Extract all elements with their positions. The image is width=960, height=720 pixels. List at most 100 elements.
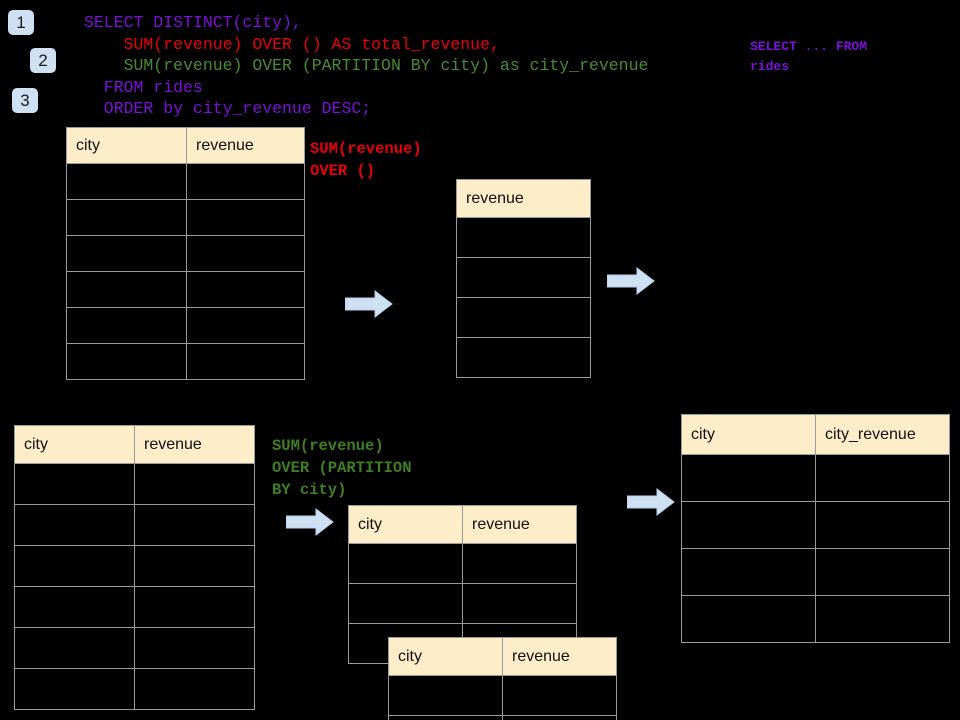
table-city-revenue-result-row	[681, 548, 950, 596]
table-total-revenue: revenue	[456, 179, 591, 378]
sql-line-2: SUM(revenue) OVER () AS total_revenue,	[84, 34, 500, 54]
table-city-revenue-result-cell	[681, 595, 816, 643]
step-badge-3: 3	[12, 88, 38, 113]
table-rides-top-cell	[66, 199, 187, 236]
table-partition-back-cell	[348, 543, 463, 584]
table-rides-top-cell	[66, 307, 187, 344]
arrow-rides-to-total-revenue-glyph	[344, 289, 393, 319]
table-partition-front-cell	[502, 715, 617, 720]
annotation-sum-over-empty-line-1: SUM(revenue)	[310, 140, 422, 158]
table-city-revenue-result-cell	[681, 548, 816, 596]
table-partition-front-cell	[388, 675, 503, 716]
arrow-rides-to-total-revenue	[344, 289, 393, 319]
sql-line-5: ORDER by city_revenue DESC;	[84, 99, 372, 119]
table-rides-top-row	[66, 307, 305, 344]
sql-line-3: SUM(revenue) OVER (PARTITION BY city) as…	[84, 56, 649, 76]
arrow-total-revenue-to-result-glyph	[606, 266, 655, 296]
table-city-revenue-result-column-header: city	[681, 414, 816, 455]
table-city-revenue-result-cell	[681, 454, 816, 502]
table-partition-front-row	[388, 715, 617, 720]
arrow-partition-to-result-glyph	[626, 487, 675, 517]
table-partition-front-cell	[388, 715, 503, 720]
sql-snippet-line-2: rides	[750, 59, 790, 74]
table-rides-bottom-cell	[14, 504, 135, 546]
table-partition-back-cell	[462, 583, 577, 624]
sql-line-1: SELECT DISTINCT(city),	[84, 13, 302, 32]
table-total-revenue-row	[456, 257, 591, 298]
table-partition-back-cell	[462, 543, 577, 584]
table-rides-top-row	[66, 199, 305, 236]
table-rides-bottom-row	[14, 504, 255, 546]
table-total-revenue-row	[456, 217, 591, 258]
table-rides-bottom-cell	[134, 463, 255, 505]
arrow-rides-to-partition-glyph	[285, 507, 334, 537]
table-rides-top-column-header: city	[66, 127, 187, 164]
table-rides-top-cell	[186, 163, 305, 200]
annotation-sum-over-empty-line-2: OVER ()	[310, 162, 376, 180]
table-total-revenue-cell	[456, 257, 591, 298]
table-partition-back-column-header: city	[348, 505, 463, 544]
table-city-revenue-result-row	[681, 595, 950, 643]
table-rides-top-row	[66, 271, 305, 308]
table-rides-bottom-row	[14, 627, 255, 669]
table-rides-top-cell	[66, 163, 187, 200]
table-total-revenue-header-row: revenue	[456, 179, 591, 218]
table-city-revenue-result-cell	[815, 595, 950, 643]
table-rides-top-cell	[186, 199, 305, 236]
table-partition-front-cell	[502, 675, 617, 716]
table-rides-top-row	[66, 343, 305, 380]
table-rides-bottom-cell	[134, 504, 255, 546]
table-rides-top-cell	[186, 235, 305, 272]
table-rides-bottom-cell	[14, 668, 135, 710]
table-rides-top-cell	[66, 343, 187, 380]
table-rides-bottom-cell	[14, 463, 135, 505]
table-rides-bottom-cell	[134, 545, 255, 587]
arrow-partition-to-result	[626, 487, 675, 517]
table-partition-front-row	[388, 675, 617, 716]
table-rides-bottom-column-header: revenue	[134, 425, 255, 464]
table-partition-back-cell	[348, 583, 463, 624]
table-city-revenue-result-row	[681, 454, 950, 502]
table-rides-top-cell	[186, 343, 305, 380]
table-rides-top-row	[66, 235, 305, 272]
sql-line-4: FROM rides	[84, 77, 203, 97]
table-rides-bottom-cell	[14, 586, 135, 628]
table-rides-top-column-header: revenue	[186, 127, 305, 164]
table-city-revenue-result-row	[681, 501, 950, 549]
table-city-revenue-result-cell	[815, 548, 950, 596]
table-total-revenue-column-header: revenue	[456, 179, 591, 218]
arrow-rides-to-partition	[285, 507, 334, 537]
table-rides-bottom-cell	[134, 586, 255, 628]
table-rides-bottom-column-header: city	[14, 425, 135, 464]
table-rides-bottom-cell	[134, 627, 255, 669]
table-rides-bottom-cell	[14, 545, 135, 587]
table-total-revenue-cell	[456, 217, 591, 258]
table-partition-back-row	[348, 543, 577, 584]
table-partition-back-row	[348, 583, 577, 624]
table-rides-top-cell	[66, 235, 187, 272]
annotation-sum-over-partition-line-1: SUM(revenue)	[272, 437, 384, 455]
table-total-revenue-row	[456, 337, 591, 378]
step-badge-2: 2	[30, 48, 56, 73]
table-partition-front-column-header: city	[388, 637, 503, 676]
annotation-sum-over-partition-line-2: OVER (PARTITION	[272, 459, 412, 477]
table-total-revenue-cell	[456, 297, 591, 338]
arrow-total-revenue-to-result	[606, 266, 655, 296]
table-rides-top-row	[66, 163, 305, 200]
table-rides-top-cell	[66, 271, 187, 308]
table-rides-bottom-row	[14, 463, 255, 505]
sql-query-block: SELECT DISTINCT(city), SUM(revenue) OVER…	[84, 12, 648, 120]
table-partition-front-column-header: revenue	[502, 637, 617, 676]
table-city-revenue-result-column-header: city_revenue	[815, 414, 950, 455]
table-rides-bottom-row	[14, 668, 255, 710]
table-city-revenue-result-cell	[815, 501, 950, 549]
